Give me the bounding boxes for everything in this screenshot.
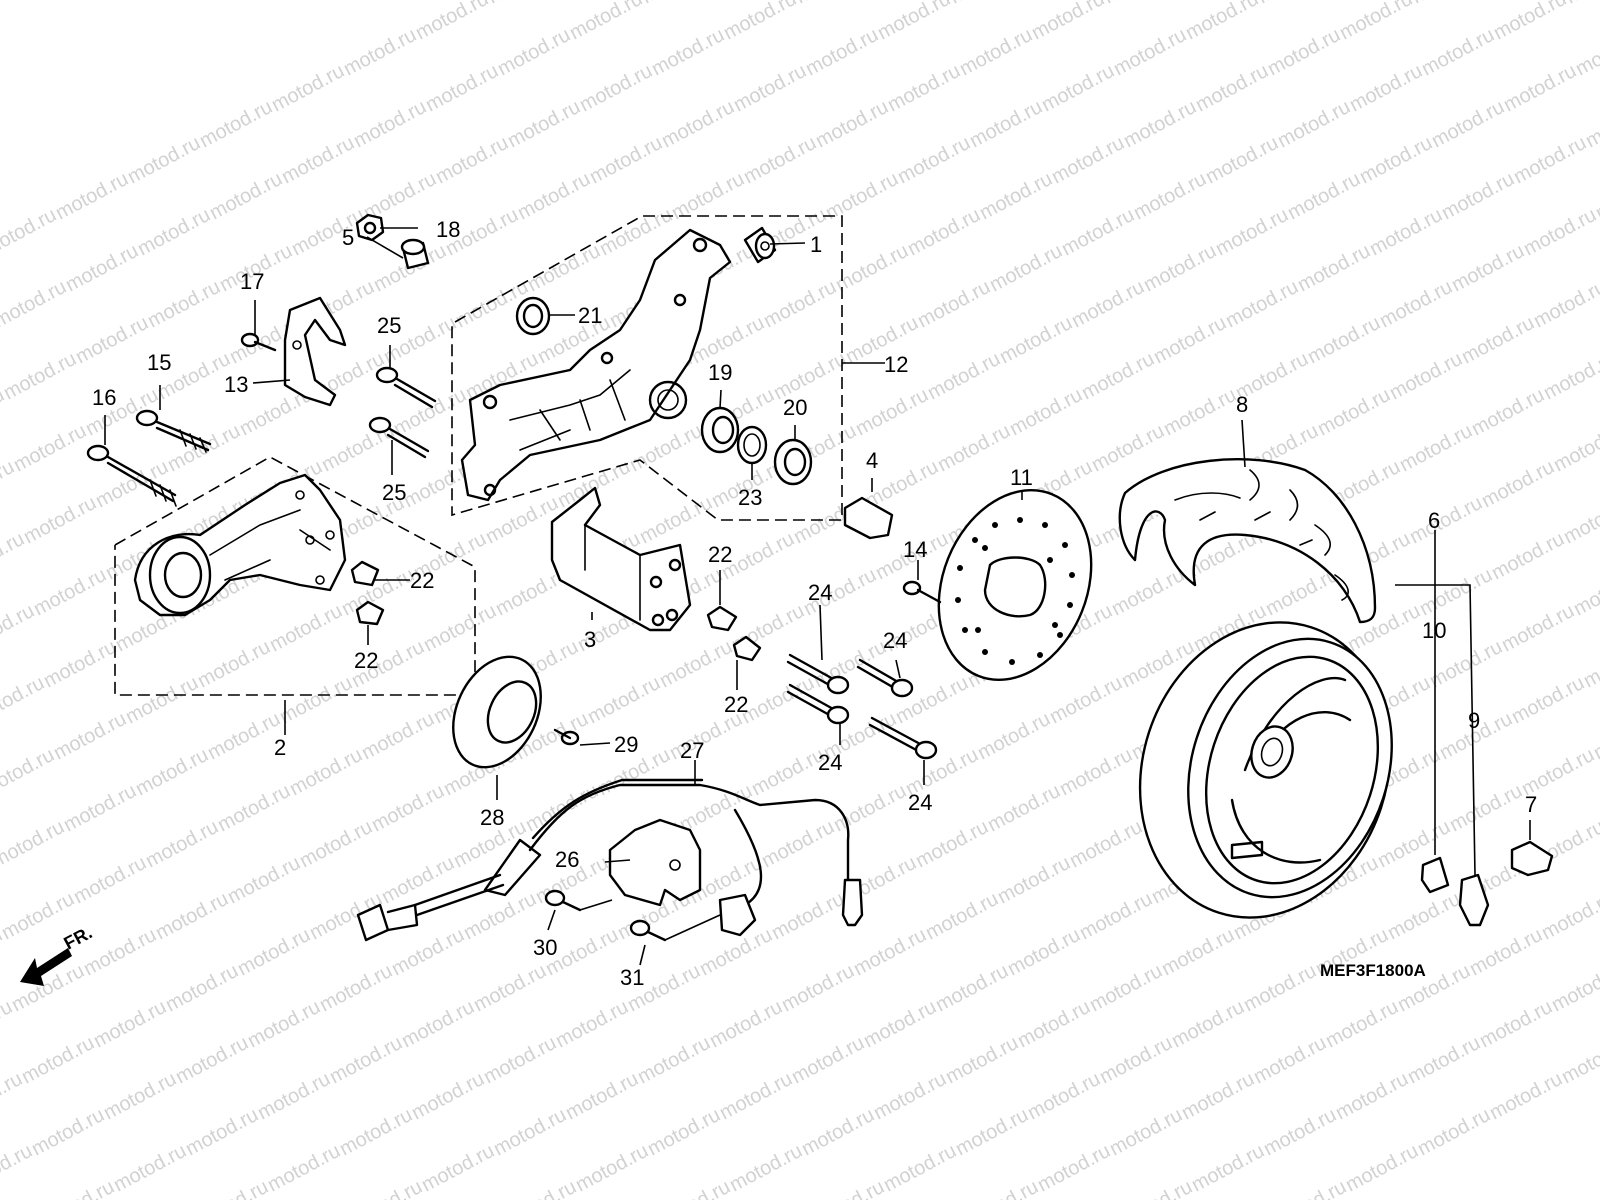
callout-21: 21 (578, 303, 602, 328)
small-parts (350, 213, 1554, 927)
callout-27: 27 (680, 738, 704, 763)
callout-22-upper-center: 22 (708, 542, 732, 567)
abs-sensor-wire-part (356, 778, 864, 942)
callout-10: 10 (1422, 618, 1446, 643)
callout-15: 15 (147, 350, 171, 375)
callout-26: 26 (555, 847, 579, 872)
callout-24-upper-right: 24 (883, 628, 907, 653)
callout-24-upper-left: 24 (808, 580, 832, 605)
callout-5: 5 (342, 225, 354, 250)
callout-18: 18 (436, 217, 460, 242)
callout-3: 3 (584, 627, 596, 652)
bracket-13-part (283, 296, 347, 407)
callout-25-lower: 25 (382, 480, 406, 505)
callout-22-lower-left: 22 (354, 648, 378, 673)
callout-13: 13 (224, 372, 248, 397)
assembly-12-boundary (451, 215, 843, 521)
callout-labels: 1 2 3 4 5 6 7 8 9 10 11 12 13 14 15 16 1… (92, 217, 1537, 990)
callout-2: 2 (274, 735, 286, 760)
callout-24-lower-left: 24 (818, 750, 842, 775)
bolts (86, 332, 942, 942)
callout-17: 17 (240, 269, 264, 294)
callout-20: 20 (783, 395, 807, 420)
pulser-ring-part (452, 655, 542, 769)
callout-16: 16 (92, 385, 116, 410)
swingarm-casting-part (460, 228, 732, 502)
callout-23: 23 (738, 485, 762, 510)
callout-14: 14 (903, 537, 927, 562)
assembly-2-boundary (114, 456, 476, 696)
frame-tube-part (550, 486, 692, 632)
rear-tire-part (1118, 458, 1377, 624)
rear-wheel-part (1138, 621, 1393, 919)
diagram-code: MEF3F1800A (1320, 961, 1426, 980)
callout-28: 28 (480, 805, 504, 830)
brake-disc-part (937, 489, 1093, 681)
sensor-cover-part (608, 818, 702, 907)
callout-22-lower-center: 22 (724, 692, 748, 717)
callout-9: 9 (1468, 708, 1480, 733)
callout-7: 7 (1525, 792, 1537, 817)
callout-8: 8 (1236, 392, 1248, 417)
callout-11: 11 (1010, 465, 1033, 490)
front-direction-arrow: FR. (20, 922, 95, 986)
final-drive-housing-part (133, 473, 347, 617)
callout-12: 12 (884, 352, 908, 377)
callout-6: 6 (1428, 508, 1440, 533)
direction-label: FR. (60, 922, 95, 953)
callout-29: 29 (614, 732, 638, 757)
callout-19: 19 (708, 360, 732, 385)
callout-22-upper-left: 22 (410, 568, 434, 593)
callout-4: 4 (866, 448, 878, 473)
callout-30: 30 (533, 935, 557, 960)
callout-31: 31 (620, 965, 644, 990)
callout-25-upper: 25 (377, 313, 401, 338)
callout-24-lower-right: 24 (908, 790, 932, 815)
leader-lines (104, 227, 1531, 966)
callout-1: 1 (810, 232, 822, 257)
